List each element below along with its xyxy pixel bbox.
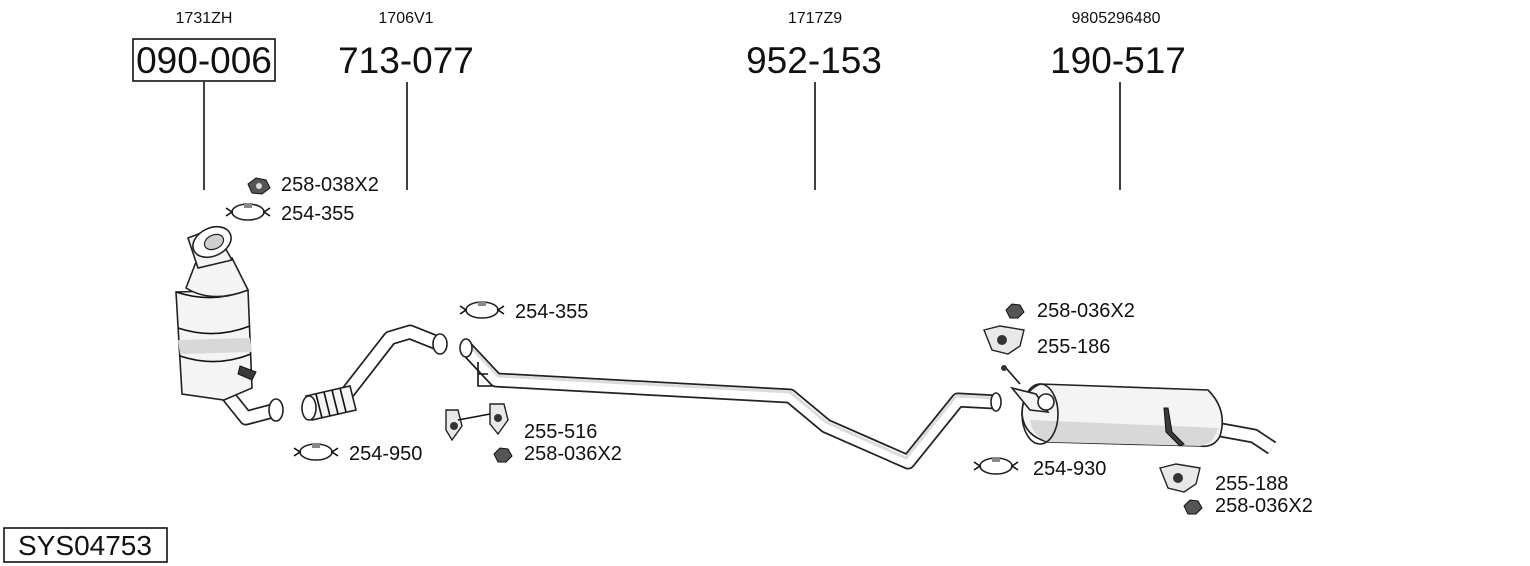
accessory-label: 258-036X2 <box>524 443 622 465</box>
part-number: 190-517 <box>1050 40 1186 81</box>
system-code-box <box>3 527 168 563</box>
part-label-front-pipe[interactable]: 1706V1 713-077 <box>338 10 474 190</box>
accessory-label: 255-186 <box>1037 336 1110 358</box>
accessory-label: 254-355 <box>281 203 354 225</box>
clamp-icon <box>459 301 505 319</box>
accessory-label: 254-355 <box>515 301 588 323</box>
accessory-rubber-mount[interactable]: 255-186 <box>983 325 1110 358</box>
accessory-label: 258-038X2 <box>281 174 379 196</box>
accessory-label: 254-930 <box>1033 458 1106 480</box>
part-ref: 1706V1 <box>378 10 433 27</box>
rubber-mount-icon <box>445 403 509 442</box>
part-ref: 1717Z9 <box>788 10 842 27</box>
catalytic-converter[interactable] <box>175 221 284 426</box>
system-code: SYS04753 <box>3 527 168 563</box>
accessory-clamp[interactable]: 254-355 <box>225 203 354 225</box>
nut-icon <box>1183 499 1203 515</box>
accessory-label: 258-036X2 <box>1037 300 1135 322</box>
accessory-label: 255-188 <box>1215 473 1288 495</box>
accessory-rubber-mount[interactable]: 255-188 <box>1159 463 1288 495</box>
accessory-clamp[interactable]: 254-355 <box>459 301 588 323</box>
accessory-rubber-mount[interactable]: 255-516 <box>445 403 597 443</box>
accessory-nut[interactable]: 258-038X2 <box>247 174 379 196</box>
rear-silencer[interactable] <box>1001 365 1277 455</box>
nut-icon <box>247 177 271 195</box>
part-number: 713-077 <box>338 40 474 81</box>
part-label-middle-pipe[interactable]: 1717Z9 952-153 <box>746 10 882 190</box>
nut-icon <box>493 447 513 463</box>
nut-icon <box>1005 303 1025 319</box>
rubber-mount-icon <box>1159 463 1201 493</box>
part-number-box <box>132 38 276 82</box>
clamp-icon <box>225 203 271 221</box>
part-number: 090-006 <box>136 40 272 81</box>
accessory-clamp[interactable]: 254-930 <box>973 457 1106 480</box>
part-ref: 1731ZH <box>176 10 233 27</box>
part-number: 952-153 <box>746 40 882 81</box>
clamp-icon <box>293 443 339 461</box>
system-code-text: SYS04753 <box>18 530 152 561</box>
accessory-nut[interactable]: 258-036X2 <box>1005 300 1135 322</box>
accessory-nut[interactable]: 258-036X2 <box>1183 495 1313 517</box>
accessory-label: 258-036X2 <box>1215 495 1313 517</box>
accessory-clamp[interactable]: 254-950 <box>293 443 422 465</box>
accessory-nut[interactable]: 258-036X2 <box>493 443 622 465</box>
accessory-label: 254-950 <box>349 443 422 465</box>
clamp-icon <box>973 457 1019 475</box>
accessory-label: 255-516 <box>524 421 597 443</box>
front-pipe[interactable] <box>301 324 448 421</box>
part-label-catalyst[interactable]: 1731ZH 090-006 <box>132 10 276 190</box>
rubber-mount-icon <box>983 325 1025 355</box>
part-label-rear-silencer[interactable]: 9805296480 190-517 <box>1050 10 1186 190</box>
part-ref: 9805296480 <box>1072 10 1161 27</box>
middle-pipe[interactable] <box>459 338 1002 470</box>
